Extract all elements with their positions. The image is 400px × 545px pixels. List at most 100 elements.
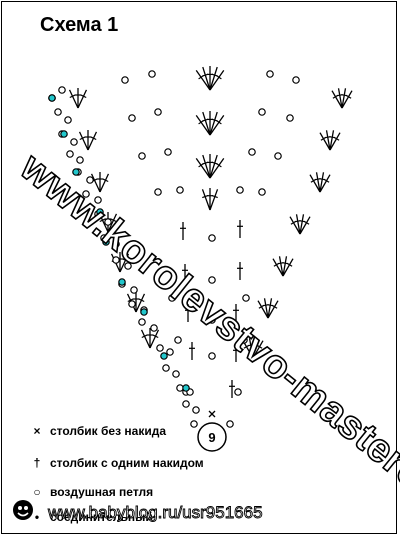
chain-stitch (58, 86, 66, 94)
dc-stitch (252, 338, 258, 359)
dc-stitch (267, 298, 273, 319)
dc-stitch (140, 329, 151, 349)
dc-stitch (195, 157, 211, 179)
chain-stitch (121, 76, 129, 84)
dc-bar (90, 136, 97, 141)
dc-stitch (331, 90, 343, 109)
slip-stitch (60, 130, 68, 138)
chain-stitch (70, 138, 78, 146)
dc-bar (110, 218, 117, 223)
dc-bar (69, 94, 76, 99)
slip-stitch (48, 94, 56, 102)
dc-stitch (78, 131, 89, 151)
slip-stitch (72, 168, 80, 176)
dc-bar (102, 178, 109, 183)
dc-stitch (329, 132, 341, 151)
dc-stitch-icon: † (33, 456, 41, 470)
chain-stitch (138, 318, 146, 326)
chain-stitch (154, 188, 162, 196)
dc-bar (202, 194, 209, 199)
chain-stitch (208, 234, 216, 242)
dc-bar (216, 75, 222, 80)
dc-stitch (257, 300, 269, 319)
dc-bar (216, 120, 222, 125)
dc-stitch (299, 214, 305, 235)
dc-stitch (195, 69, 211, 91)
chain-stitch (130, 286, 138, 294)
dc-stitch (209, 189, 219, 211)
dc-stitch (267, 300, 279, 319)
chain-stitch (292, 76, 300, 84)
dc-stitch (341, 90, 353, 109)
chain-stitch (128, 114, 136, 122)
chain-stitch (162, 364, 170, 372)
slip-stitch (102, 238, 110, 246)
chain-stitch (182, 400, 190, 408)
legend-text-sc: столбик без накида (50, 424, 166, 438)
dc-stitch (278, 256, 284, 277)
chain-stitch (112, 240, 120, 248)
dc-stitch (202, 111, 211, 136)
dc-stitch (209, 66, 218, 91)
diagram-frame (1, 1, 397, 534)
chain-stitch (156, 344, 164, 352)
chain-stitch (124, 262, 132, 270)
chain-stitch (94, 196, 102, 204)
dc-stitch (252, 340, 264, 359)
dc-bar (323, 178, 330, 183)
dc-stitch (135, 293, 146, 313)
dc-bar (80, 94, 87, 99)
dc-stitch (119, 253, 130, 273)
dc-stitch (299, 216, 311, 235)
chain-stitch (66, 150, 74, 158)
slip-stitch (140, 308, 148, 316)
dc-stitch (282, 258, 294, 277)
dc-stitch (68, 89, 79, 109)
chain-stitch (112, 256, 120, 264)
chain-stitch (258, 188, 266, 196)
chain-stitch (240, 336, 248, 344)
slip-stitch-icon: • (34, 510, 40, 524)
dc-stitch (263, 298, 269, 319)
footer-url[interactable]: www.babyblog.ru/usr951665 (48, 503, 263, 523)
dc-bar (141, 334, 148, 339)
chain-stitch (104, 218, 112, 226)
diagram-title: Схема 1 (40, 14, 119, 36)
dc-stitch (149, 329, 160, 349)
chain-stitch (242, 294, 250, 302)
chain-stitch (128, 300, 136, 308)
chain-stitch (190, 420, 198, 428)
chain-stitch (64, 116, 72, 124)
dc-stitch (319, 174, 331, 193)
chain-stitch (258, 108, 266, 116)
chain-stitch (76, 156, 84, 164)
dc-stitch (99, 173, 110, 193)
chain-stitch (286, 114, 294, 122)
dc-stitch (295, 214, 301, 235)
dc-stitch (272, 258, 284, 277)
dc-stitch (319, 172, 325, 193)
dc-bar (216, 163, 222, 168)
chain-stitch (176, 186, 184, 194)
legend-text-dc: столбик с одним накидом (50, 456, 204, 470)
dc-bar (79, 136, 86, 141)
chain-stitch (236, 186, 244, 194)
slip-stitch (182, 384, 190, 392)
sc-cross (208, 410, 216, 418)
dc-stitch (201, 189, 211, 211)
chain-stitch (54, 108, 62, 116)
slip-stitch (118, 278, 126, 286)
dc-bar (271, 304, 278, 309)
dc-bar (122, 258, 129, 263)
legend-text-chain: воздушная петля (50, 485, 154, 499)
chain-stitch (174, 336, 182, 344)
dc-stitch (325, 130, 331, 151)
chain-stitch (154, 108, 162, 116)
chain-stitch (208, 276, 216, 284)
chain-stitch (166, 348, 174, 356)
chain-stitch (172, 370, 180, 378)
dc-stitch (309, 174, 321, 193)
chain-stitch (248, 148, 256, 156)
dc-stitch (248, 338, 254, 359)
dc-bar (303, 220, 310, 225)
